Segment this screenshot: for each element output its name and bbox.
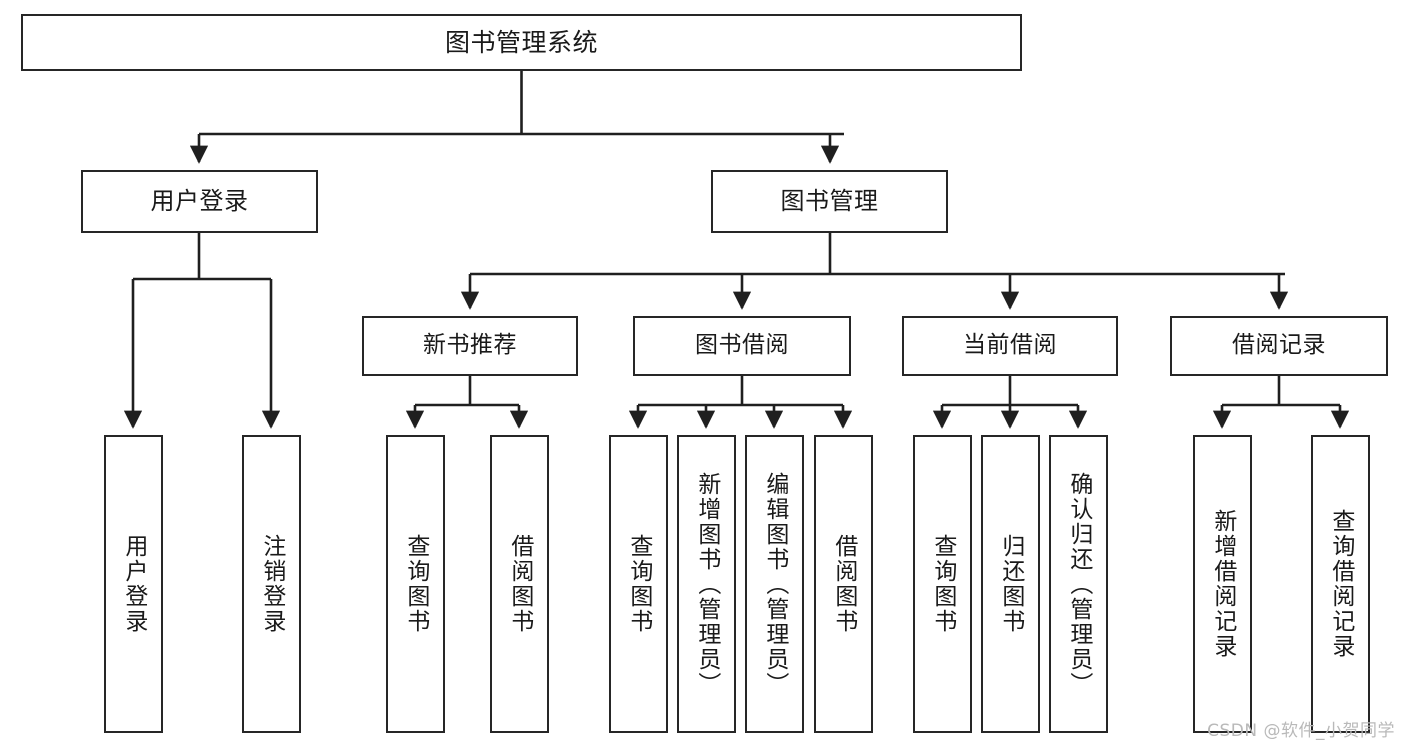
node-borrow-record-label: 借阅记录 bbox=[1232, 332, 1326, 359]
leaf-user-login-logout[interactable]: 注销登录 bbox=[242, 435, 301, 733]
node-user-login-label: 用户登录 bbox=[150, 187, 249, 216]
leaf-new-book-query[interactable]: 查询图书 bbox=[386, 435, 445, 733]
leaf-record-query-record[interactable]: 查询借阅记录 bbox=[1311, 435, 1370, 733]
leaf-record-query-record-label: 查询借阅记录 bbox=[1327, 509, 1354, 659]
leaf-user-login-login[interactable]: 用户登录 bbox=[104, 435, 163, 733]
leaf-user-login-login-label: 用户登录 bbox=[120, 534, 147, 634]
leaf-borrow-add-book-admin-label: 新增图书（管理员） bbox=[693, 471, 720, 697]
node-current-borrow[interactable]: 当前借阅 bbox=[902, 316, 1118, 376]
leaf-current-confirm-return-admin-label: 确认归还（管理员） bbox=[1065, 471, 1092, 697]
leaf-record-add-record[interactable]: 新增借阅记录 bbox=[1193, 435, 1252, 733]
leaf-borrow-query-book-label: 查询图书 bbox=[625, 534, 652, 634]
node-book-borrow[interactable]: 图书借阅 bbox=[633, 316, 851, 376]
leaf-borrow-edit-book-admin-label: 编辑图书（管理员） bbox=[761, 471, 788, 697]
leaf-new-book-query-label: 查询图书 bbox=[402, 534, 429, 634]
node-new-book-recommend-label: 新书推荐 bbox=[423, 332, 517, 359]
leaf-new-book-borrow-label: 借阅图书 bbox=[506, 534, 533, 634]
leaf-current-confirm-return-admin[interactable]: 确认归还（管理员） bbox=[1049, 435, 1108, 733]
leaf-current-return-book-label: 归还图书 bbox=[997, 534, 1024, 634]
leaf-current-return-book[interactable]: 归还图书 bbox=[981, 435, 1040, 733]
leaf-current-query-book-label: 查询图书 bbox=[929, 534, 956, 634]
node-root[interactable]: 图书管理系统 bbox=[21, 14, 1022, 71]
watermark-text: CSDN @软件_小贺同学 bbox=[1207, 721, 1395, 741]
node-root-label: 图书管理系统 bbox=[444, 27, 598, 57]
node-book-borrow-label: 图书借阅 bbox=[695, 332, 789, 359]
leaf-new-book-borrow[interactable]: 借阅图书 bbox=[490, 435, 549, 733]
node-book-management[interactable]: 图书管理 bbox=[711, 170, 948, 233]
leaf-borrow-borrow-book-label: 借阅图书 bbox=[830, 534, 857, 634]
leaf-current-query-book[interactable]: 查询图书 bbox=[913, 435, 972, 733]
node-borrow-record[interactable]: 借阅记录 bbox=[1170, 316, 1388, 376]
node-current-borrow-label: 当前借阅 bbox=[963, 332, 1057, 359]
leaf-record-add-record-label: 新增借阅记录 bbox=[1209, 509, 1236, 659]
node-book-management-label: 图书管理 bbox=[780, 187, 879, 216]
leaf-borrow-query-book[interactable]: 查询图书 bbox=[609, 435, 668, 733]
leaf-borrow-edit-book-admin[interactable]: 编辑图书（管理员） bbox=[745, 435, 804, 733]
leaf-borrow-add-book-admin[interactable]: 新增图书（管理员） bbox=[677, 435, 736, 733]
leaf-user-login-logout-label: 注销登录 bbox=[258, 534, 285, 634]
leaf-borrow-borrow-book[interactable]: 借阅图书 bbox=[814, 435, 873, 733]
node-new-book-recommend[interactable]: 新书推荐 bbox=[362, 316, 578, 376]
node-user-login[interactable]: 用户登录 bbox=[81, 170, 318, 233]
